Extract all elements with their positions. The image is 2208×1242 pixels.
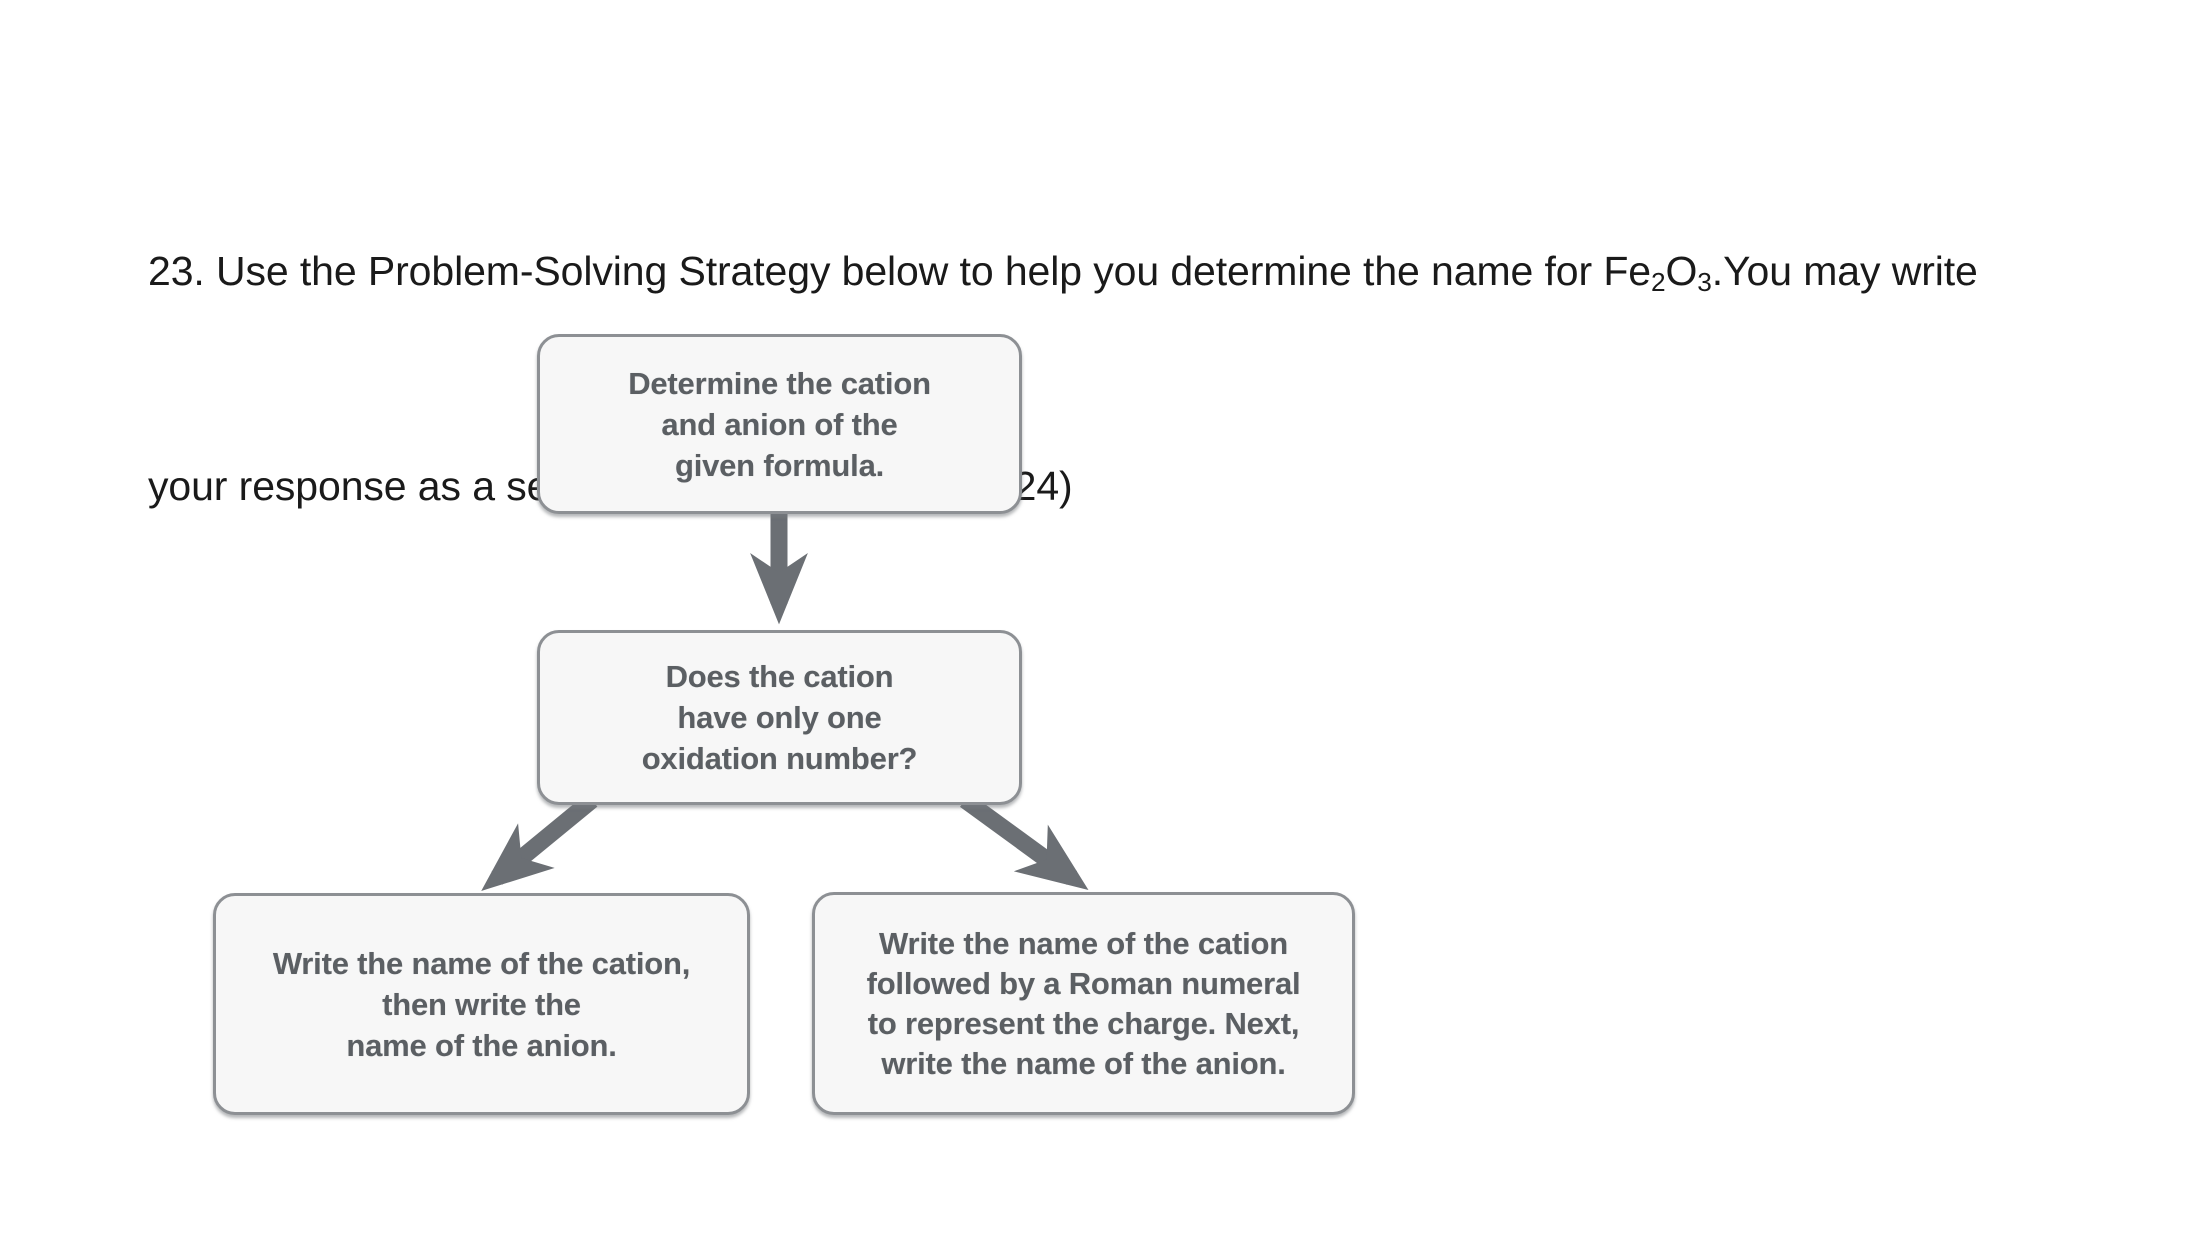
flowchart-node-oxidation-number-question: Does the cation have only one oxidation … xyxy=(537,630,1022,805)
chemical-formula-fe2o3: Fe2O3 xyxy=(1603,248,1712,298)
question-line-1-prefix: 23. Use the Problem-Solving Strategy bel… xyxy=(148,248,1604,294)
flowchart-node-single-oxidation-label: Write the name of the cation, then write… xyxy=(272,945,691,1063)
formula-subscript-2: 2 xyxy=(1650,267,1666,298)
flowchart-node-determine-label: Determine the cation and anion of the gi… xyxy=(628,365,931,483)
question-line-1-suffix: .You may write xyxy=(1711,248,1978,294)
flowchart-node-multi-oxidation-result: Write the name of the cation followed by… xyxy=(812,892,1355,1115)
formula-element-o: O xyxy=(1665,248,1698,294)
flowchart-node-single-oxidation-result: Write the name of the cation, then write… xyxy=(213,893,750,1115)
formula-subscript-3: 3 xyxy=(1697,267,1712,298)
flowchart-node-determine-cation-anion: Determine the cation and anion of the gi… xyxy=(537,334,1022,514)
arrow-question-to-single-oxidation xyxy=(481,793,598,891)
formula-element-fe: Fe xyxy=(1603,248,1651,294)
arrow-question-to-multi-oxidation xyxy=(959,793,1089,891)
question-line-1: 23. Use the Problem-Solving Strategy bel… xyxy=(148,236,2088,311)
flowchart-node-multi-oxidation-label: Write the name of the cation followed by… xyxy=(866,925,1301,1081)
flowchart-node-question-label: Does the cation have only one oxidation … xyxy=(641,659,918,776)
